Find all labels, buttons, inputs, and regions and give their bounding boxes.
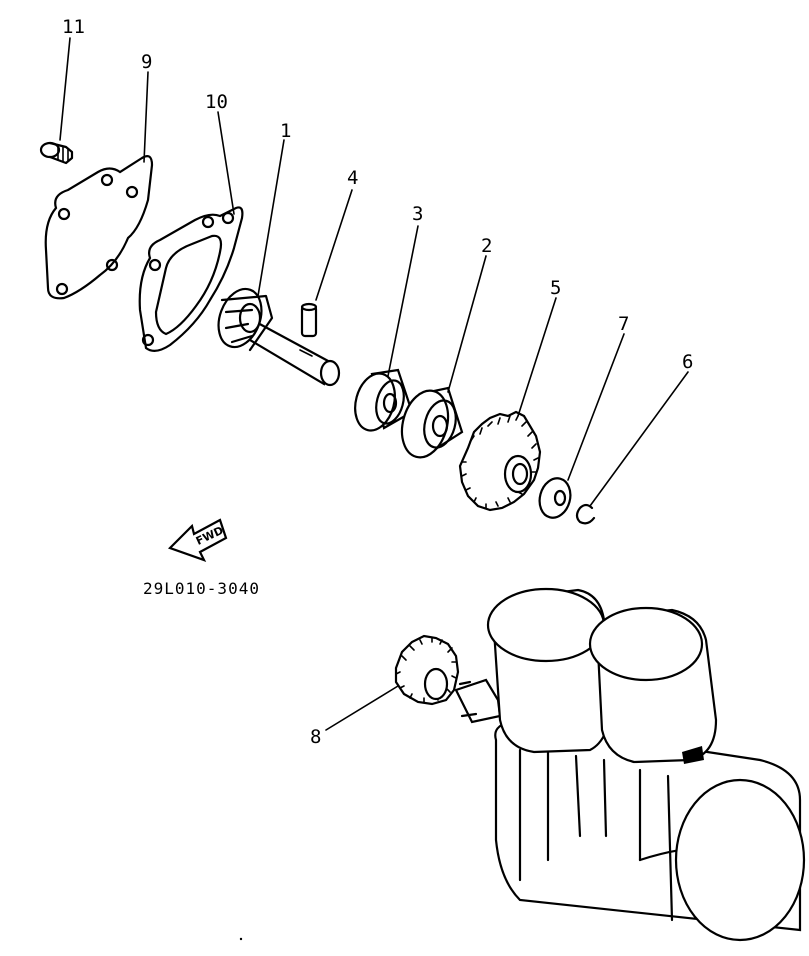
crankshaft-assembly [454, 587, 806, 942]
callout-10: 10 [205, 91, 228, 113]
cover-part-9 [44, 155, 154, 300]
callout-6: 6 [682, 351, 693, 373]
circlip-part-6 [575, 503, 596, 525]
callout-4: 4 [347, 167, 358, 189]
bearing-part-2 [400, 386, 464, 459]
washer-part-7 [538, 477, 572, 519]
callout-8: 8 [310, 726, 321, 748]
stray-dot [239, 937, 243, 941]
callout-9: 9 [141, 51, 152, 73]
part-code: 29L010-3040 [143, 579, 260, 598]
callout-1: 1 [280, 120, 291, 142]
callout-11: 11 [62, 16, 85, 38]
bearing-part-3 [354, 368, 414, 432]
leader-lines [59, 37, 689, 731]
callout-2: 2 [481, 235, 492, 257]
drive-gear-part-8 [394, 634, 460, 706]
fwd-arrow-icon: FWD [167, 518, 228, 562]
gasket-part-10 [138, 206, 244, 352]
callout-3: 3 [412, 203, 423, 225]
impeller-shaft-part-1 [217, 287, 341, 387]
callout-7: 7 [618, 313, 629, 335]
screw-part-11 [39, 141, 74, 165]
callout-5: 5 [550, 277, 561, 299]
pin-part-4 [300, 302, 318, 338]
gear-part-5 [458, 410, 542, 512]
